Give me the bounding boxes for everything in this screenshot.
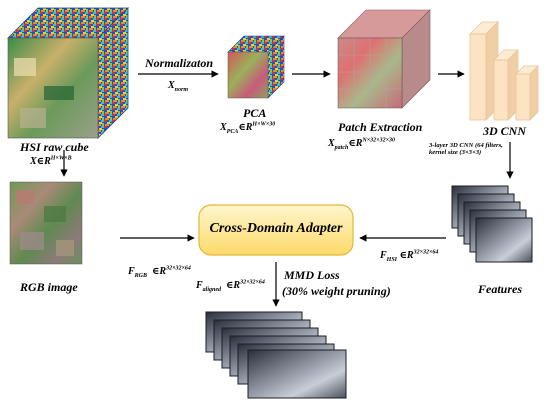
cnn-description: 3-layer 3D CNN (64 filters,kernel size (… [429, 142, 503, 156]
adapter-title: Cross-Domain Adapter [209, 221, 343, 236]
hsi-feature-shape: FHSI ∈R32×32×64 [380, 249, 439, 263]
normalization-title: Normalizaton [145, 56, 214, 70]
pca-title: PCA [243, 106, 267, 120]
hsi-cube-shape: X∈RH×W×B [30, 155, 72, 167]
patch-extraction-cube [337, 9, 431, 109]
pca-shape: XPCA∈RH×W×30 [220, 121, 276, 135]
cnn-title: 3D CNN [483, 124, 527, 138]
aligned-feature-maps [205, 311, 347, 399]
feature-maps-stack [451, 185, 533, 263]
rgb-shape: FRGB ∈R32×32×64 [128, 265, 191, 279]
cnn-blocks [469, 21, 539, 121]
normalization-symbol: Xnorm [168, 80, 189, 93]
hsi-cube-title: HSI raw cube [20, 140, 89, 154]
mmd-pruning-label: (30% weight pruning) [282, 284, 391, 298]
features-title: Features [478, 282, 523, 296]
patch-title: Patch Extraction [338, 120, 423, 134]
mmd-loss-label: MMD Loss [284, 268, 340, 282]
pca-cube [227, 35, 285, 99]
aligned-feature-shape: Faligned ∈R32×32×64 [196, 279, 265, 293]
rgb-title: RGB image [20, 280, 78, 294]
adapter-box [198, 204, 354, 256]
rgb-image [9, 181, 83, 265]
hsi-raw-cube [7, 7, 129, 139]
patch-shape: Xpatch∈RN×32×32×30 [328, 137, 396, 151]
flow-arrows [60, 70, 514, 307]
